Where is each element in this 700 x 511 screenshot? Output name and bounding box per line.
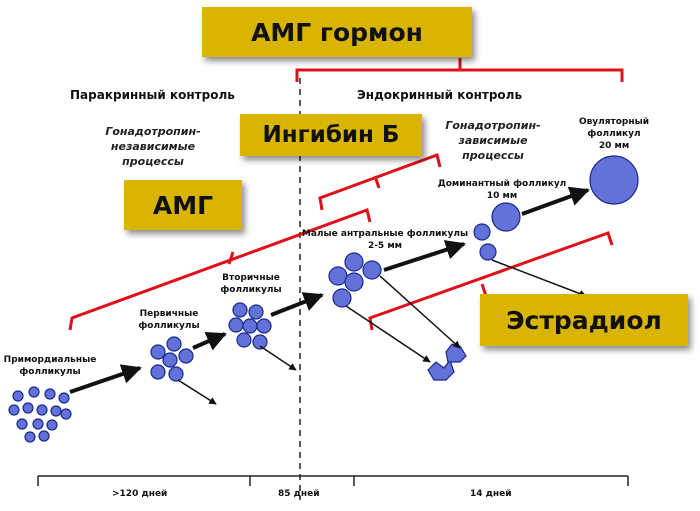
inhibin-box: Ингибин Б	[240, 114, 422, 156]
small-antral-follicles	[328, 252, 382, 308]
endocrine-header: Эндокринный контроль	[357, 88, 523, 102]
timeline	[37, 475, 629, 486]
timeline-label-120: >120 дней	[112, 489, 168, 499]
primordial-follicles	[8, 386, 72, 443]
gonadotropin-dependent-label: Гонадотропин- зависимые процессы	[445, 119, 541, 162]
bracket-amg	[68, 208, 372, 331]
estradiol-box: Эстрадиол	[480, 294, 688, 346]
timeline-label-85: 85 дней	[278, 489, 320, 499]
bracket-amg-hormone	[295, 58, 624, 82]
ovulatory-follicle	[589, 155, 639, 205]
amg-hormone-box: АМГ гормон	[202, 7, 472, 57]
secondary-follicles	[228, 302, 272, 350]
atresia-arrows	[177, 259, 587, 405]
bracket-inhibin	[318, 153, 442, 211]
amg-box: АМГ	[124, 180, 242, 230]
follicles	[8, 155, 639, 443]
inhibin-label: Ингибин Б	[262, 122, 400, 148]
estradiol-label: Эстрадиол	[506, 305, 662, 335]
progression-arrows	[69, 186, 590, 394]
amg-label: АМГ	[152, 190, 214, 220]
amg-hormone-title: АМГ гормон	[251, 17, 423, 47]
paracrine-header: Паракринный контроль	[70, 88, 235, 102]
gonadotropin-independent-label: Гонадотропин- независимые процессы	[105, 125, 201, 168]
timeline-label-14: 14 дней	[470, 489, 512, 499]
dominant-follicle	[491, 202, 521, 232]
primary-follicles	[150, 336, 194, 382]
atretic-follicles	[427, 343, 467, 381]
next-antral-follicles	[473, 223, 497, 261]
